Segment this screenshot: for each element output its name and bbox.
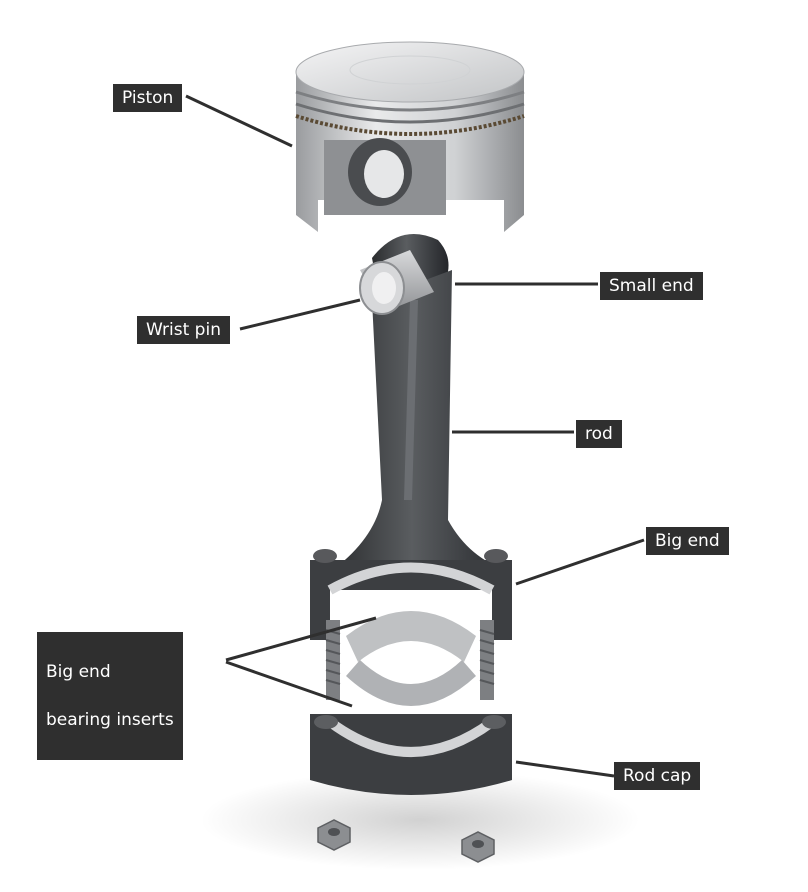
label-bearing-inserts: Big end bearing inserts <box>37 632 183 760</box>
rod-cap-leader <box>515 760 615 778</box>
rod-cap-illustration <box>310 714 512 795</box>
bearing-inserts-leader-lower <box>225 660 353 708</box>
leader-lines <box>185 94 645 778</box>
bearing-inserts-illustration <box>346 611 476 706</box>
label-bearing-inserts-line2: bearing inserts <box>46 710 174 730</box>
label-rod-cap: Rod cap <box>614 762 701 790</box>
label-wrist-pin: Wrist pin <box>137 316 230 344</box>
ground-shadow <box>200 770 640 870</box>
label-piston: Piston <box>113 84 183 112</box>
piston-illustration <box>295 41 525 232</box>
rod-nuts-illustration <box>317 819 495 863</box>
wrist-pin-illustration <box>359 250 434 315</box>
rod-bolts-illustration <box>325 620 495 700</box>
label-small-end: Small end <box>600 272 703 300</box>
big-end-leader <box>515 538 645 586</box>
label-big-end: Big end <box>646 527 729 555</box>
bearing-inserts-leader-upper <box>225 616 377 662</box>
label-bearing-inserts-line1: Big end <box>46 662 111 682</box>
wrist-pin-leader <box>239 298 361 331</box>
piston-leader <box>185 94 293 148</box>
label-rod: rod <box>576 420 622 448</box>
